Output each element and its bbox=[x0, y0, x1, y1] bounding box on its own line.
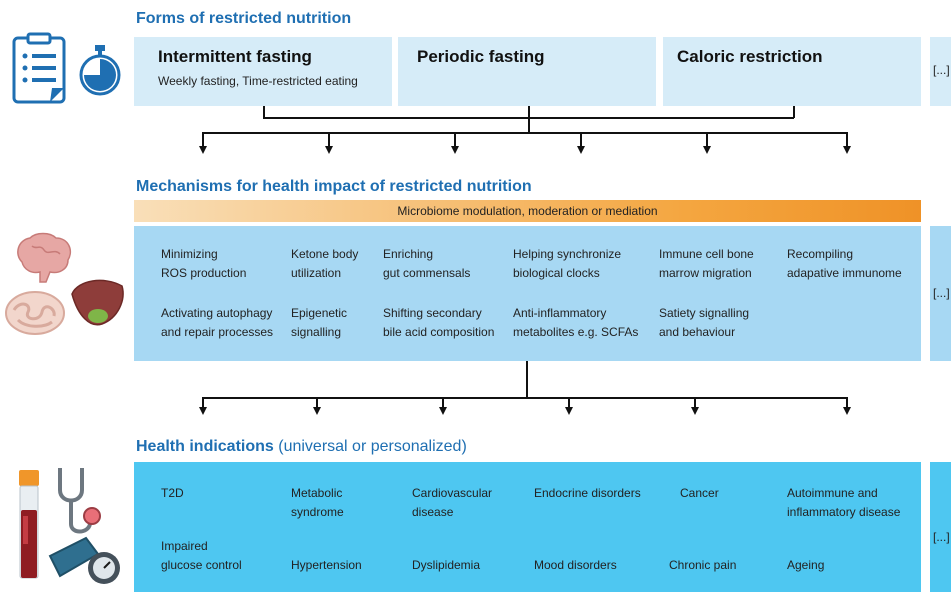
more-mechanisms: [...] bbox=[930, 226, 951, 361]
card-description: Weekly fasting, Time-restricted eating bbox=[158, 74, 358, 88]
ellipsis-label: [...] bbox=[933, 63, 950, 77]
card-intermittent-fasting: Intermittent fasting Weekly fasting, Tim… bbox=[134, 37, 392, 106]
card-title: Caloric restriction bbox=[677, 47, 823, 66]
more-indications: [...] bbox=[930, 462, 951, 592]
section-mechanisms-heading: Mechanisms for health impact of restrict… bbox=[136, 178, 532, 195]
ellipsis-label: [...] bbox=[933, 286, 950, 300]
card-caloric-restriction: Caloric restriction bbox=[663, 37, 921, 106]
microbiome-band: Microbiome modulation, moderation or med… bbox=[134, 200, 921, 222]
blood-tube-icon bbox=[19, 470, 39, 579]
section-forms-heading: Forms of restricted nutrition bbox=[136, 10, 352, 27]
heading-sub: (universal or personalized) bbox=[273, 438, 467, 455]
stopwatch-icon bbox=[79, 45, 121, 96]
more-forms: [...] bbox=[930, 37, 951, 106]
card-title: Intermittent fasting bbox=[158, 47, 312, 66]
indication-item: Endocrine disorders bbox=[534, 486, 641, 500]
indication-item: T2D bbox=[161, 486, 184, 500]
section-health-heading: Health indications (universal or persona… bbox=[136, 438, 467, 456]
card-title: Periodic fasting bbox=[417, 47, 545, 66]
indication-item: Hypertension bbox=[291, 558, 362, 572]
clipboard-icon bbox=[12, 32, 66, 104]
gut-icon bbox=[5, 291, 65, 335]
blood-pressure-icon bbox=[48, 536, 120, 584]
indication-item: Dyslipidemia bbox=[412, 558, 481, 572]
indication-item: Ageing bbox=[787, 558, 825, 572]
indication-item: Mood disorders bbox=[534, 558, 617, 572]
indication-item: Cancer bbox=[680, 486, 719, 500]
brain-icon bbox=[17, 232, 72, 283]
ellipsis-label: [...] bbox=[933, 530, 950, 544]
heading-main: Health indications bbox=[136, 438, 274, 455]
card-periodic-fasting: Periodic fasting bbox=[398, 37, 656, 106]
liver-icon bbox=[71, 279, 124, 326]
stethoscope-icon bbox=[58, 468, 101, 534]
indication-item: Chronic pain bbox=[669, 558, 737, 572]
